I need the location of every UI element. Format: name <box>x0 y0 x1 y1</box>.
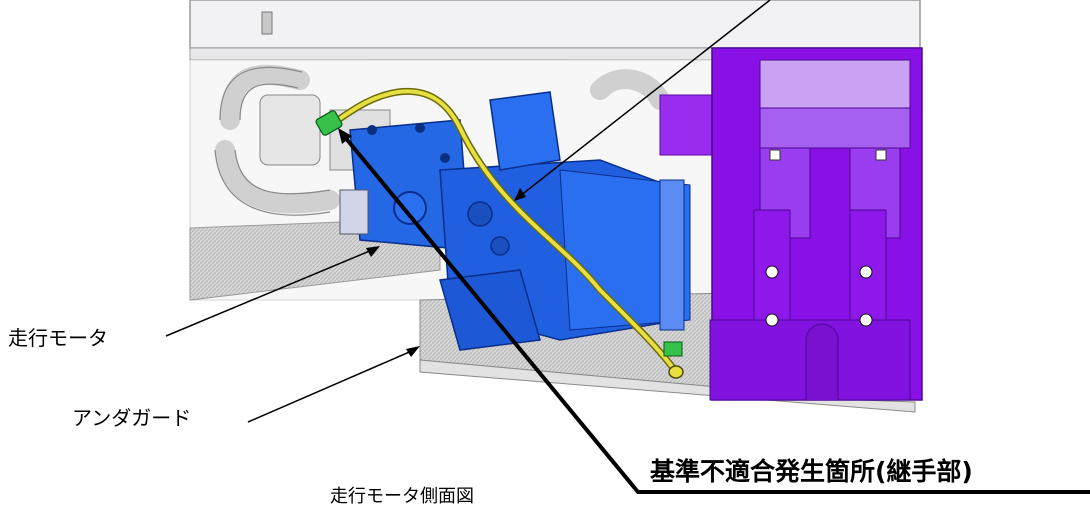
travel-motor <box>339 91 691 351</box>
under-guard-label: アンダガード <box>72 406 192 430</box>
leader-lines <box>165 0 1090 494</box>
travel-motor-label: 走行モータ <box>8 326 108 350</box>
drain-pipe <box>328 87 680 376</box>
defect-location-label: 基準不適合発生箇所(継手部) <box>650 457 973 486</box>
figure-caption: 走行モータ側面図 <box>330 486 474 507</box>
purple-frame <box>659 47 923 401</box>
leader-arrowheads <box>338 128 526 357</box>
hoses <box>215 64 670 214</box>
fitting-icon <box>315 110 684 379</box>
